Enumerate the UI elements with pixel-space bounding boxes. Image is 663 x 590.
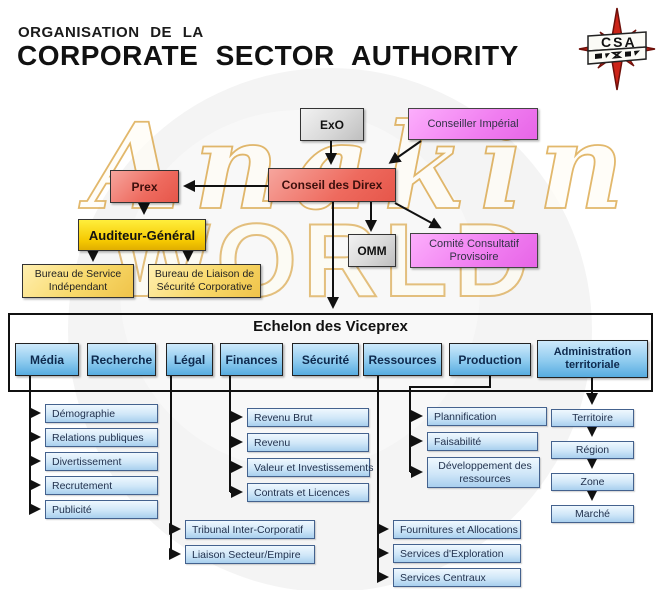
page-title-line1: ORGANISATION DE LA <box>18 24 204 41</box>
box-conseil-des-direx: Conseil des Direx <box>268 168 396 202</box>
dept-media: Média <box>15 343 79 376</box>
sub-legal-item: Liaison Secteur/Empire <box>185 545 315 564</box>
sub-ressources-item: Fournitures et Allocations <box>393 520 521 539</box>
sub-admin-item: Territoire <box>551 409 634 427</box>
sub-production-item: Plannification <box>427 407 547 426</box>
dept-production: Production <box>449 343 531 376</box>
dept-securite: Sécurité <box>292 343 359 376</box>
dept-ressources: Ressources <box>363 343 442 376</box>
sub-ressources-item: Services Centraux <box>393 568 521 587</box>
sub-finances-item: Valeur et Investissements <box>247 458 373 477</box>
box-conseiller-imperial: Conseiller Impérial <box>408 108 538 140</box>
sub-finances-item: Revenu <box>247 433 369 452</box>
csa-logo: CSA <box>577 6 657 92</box>
sub-finances-item: Revenu Brut <box>247 408 369 427</box>
sub-admin-item: Région <box>551 441 634 459</box>
dept-legal: Légal <box>166 343 213 376</box>
viceprex-title: Echelon des Viceprex <box>253 318 408 335</box>
dept-recherche: Recherche <box>87 343 156 376</box>
aurebesh-glyphs-icon <box>595 50 640 59</box>
sub-ressources-item: Services d'Exploration <box>393 544 521 563</box>
box-omm: OMM <box>348 234 396 267</box>
dept-administration-territoriale: Administration territoriale <box>537 340 648 378</box>
csa-logo-text: CSA <box>601 34 637 50</box>
dept-finances: Finances <box>220 343 283 376</box>
box-bureau-liaison: Bureau de Liaison de Sécurité Corporativ… <box>148 264 261 298</box>
sub-finances-item: Contrats et Licences <box>247 483 369 502</box>
sub-admin-item: Marché <box>551 505 634 523</box>
sub-legal-item: Tribunal Inter-Corporatif <box>185 520 315 539</box>
page-title-line2: CORPORATE SECTOR AUTHORITY <box>17 40 519 71</box>
box-exo: ExO <box>300 108 364 141</box>
viceprex-frame: Echelon des Viceprex <box>8 313 653 392</box>
box-comite-consultatif: Comité Consultatif Provisoire <box>410 233 538 268</box>
sub-media-item: Divertissement <box>45 452 158 471</box>
box-bureau-service: Bureau de Service Indépendant <box>22 264 134 298</box>
sub-media-item: Publicité <box>45 500 158 519</box>
sub-media-item: Démographie <box>45 404 158 423</box>
sub-media-item: Relations publiques <box>45 428 158 447</box>
box-prex: Prex <box>110 170 179 203</box>
box-auditeur-general: Auditeur-Général <box>78 219 206 251</box>
sub-admin-item: Zone <box>551 473 634 491</box>
sub-production-item: Développement des ressources <box>427 457 540 488</box>
sub-production-item: Faisabilité <box>427 432 538 451</box>
csa-star-icon: CSA <box>578 7 656 91</box>
sub-media-item: Recrutement <box>45 476 158 495</box>
